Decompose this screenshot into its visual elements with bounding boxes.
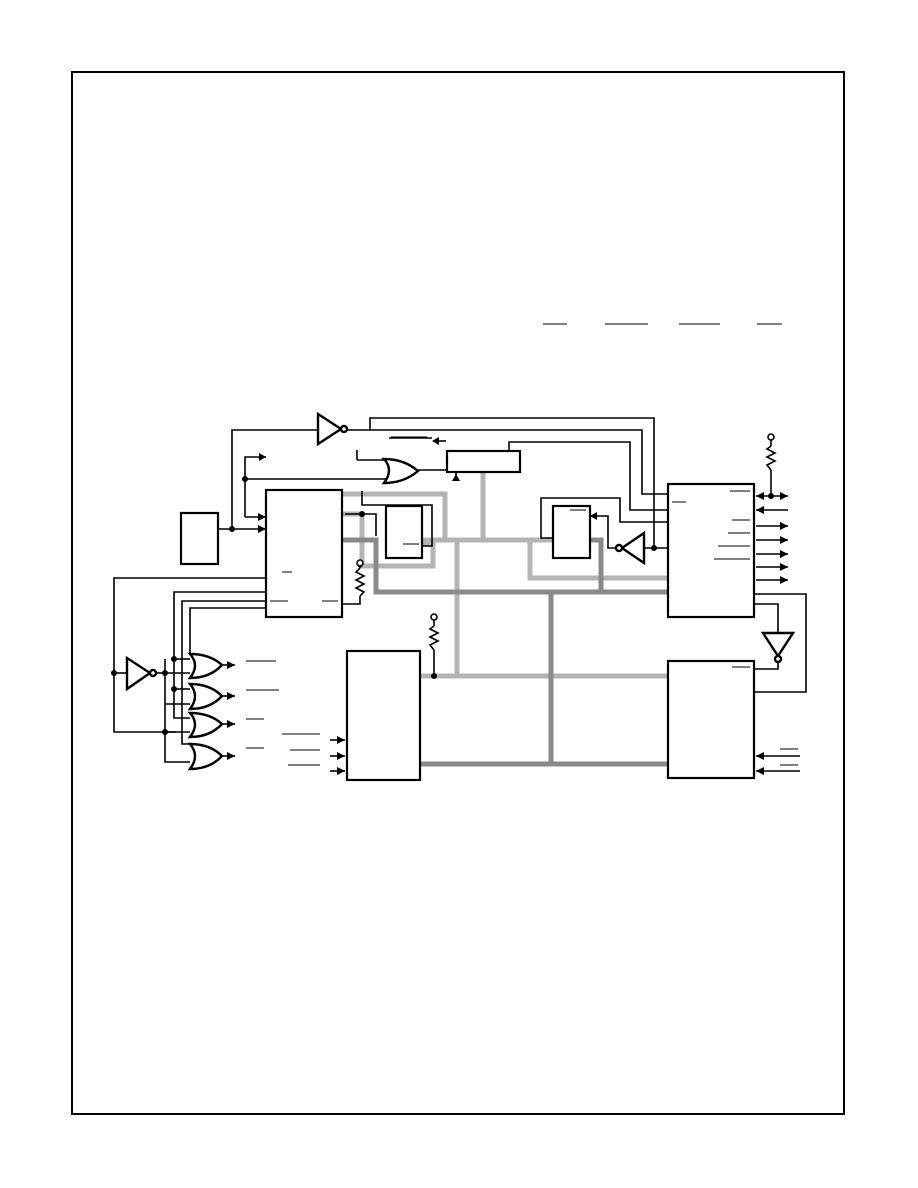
arrowhead xyxy=(756,767,764,775)
inverter-gate xyxy=(760,631,796,659)
wire xyxy=(540,497,668,539)
or-gate xyxy=(187,682,224,711)
junction-dot xyxy=(162,670,168,676)
arrowhead xyxy=(258,513,266,521)
gates xyxy=(125,411,796,771)
junction-dot xyxy=(171,656,177,662)
resistors xyxy=(354,445,777,651)
arrowhead xyxy=(337,752,345,760)
pullup-terminal xyxy=(767,433,775,441)
bus-segment xyxy=(588,537,604,592)
arrowhead xyxy=(227,752,235,760)
arrowhead xyxy=(780,563,788,571)
junction-dot xyxy=(229,526,235,532)
wire xyxy=(754,593,807,693)
resistor xyxy=(765,445,777,471)
buffer-right-box xyxy=(551,504,592,560)
inverter-gate xyxy=(125,655,153,692)
arrowhead xyxy=(780,550,788,558)
oscillator-box xyxy=(179,511,220,566)
or-gate xyxy=(187,742,224,771)
arrowhead xyxy=(780,492,788,500)
arrowhead xyxy=(259,453,266,461)
wire xyxy=(508,441,668,511)
junction-dot xyxy=(359,511,365,517)
arrowhead xyxy=(756,752,764,760)
resistor xyxy=(428,625,440,651)
wire xyxy=(345,513,377,536)
inverter-bubble xyxy=(148,668,158,678)
or-gate xyxy=(381,457,420,485)
wires xyxy=(113,417,807,772)
controller-box xyxy=(264,488,344,619)
arrowhead xyxy=(337,767,345,775)
junction-dot xyxy=(242,476,248,482)
resistor xyxy=(354,567,366,597)
components xyxy=(179,449,756,782)
arrowhead xyxy=(258,525,266,533)
bus-segment xyxy=(527,540,668,581)
latch-box xyxy=(445,449,522,474)
arrowheads xyxy=(227,437,788,775)
arrowhead xyxy=(432,437,439,445)
pullup-terminal xyxy=(356,559,364,567)
interface-box xyxy=(666,482,756,619)
arrowhead xyxy=(452,474,460,481)
peripheral-box xyxy=(666,659,756,780)
page-frame xyxy=(71,71,845,1115)
wire xyxy=(164,659,190,763)
junction-dot xyxy=(651,545,657,551)
bus-segment xyxy=(342,491,448,538)
arrowhead xyxy=(227,661,235,669)
arrowhead xyxy=(227,692,235,700)
wire xyxy=(754,603,779,632)
wire xyxy=(231,429,318,529)
light-bus xyxy=(342,472,668,679)
arrowhead xyxy=(780,522,788,530)
junction-dot xyxy=(431,673,437,679)
wire xyxy=(590,515,618,549)
wire xyxy=(244,456,266,517)
inverter-bubble xyxy=(339,424,349,434)
wire xyxy=(369,417,655,548)
junction-dot xyxy=(768,493,774,499)
inverter-gate xyxy=(619,530,646,566)
arrowhead xyxy=(227,720,235,728)
bus-segment xyxy=(342,537,668,595)
inverter-bubble xyxy=(614,543,624,553)
buffer-left-box xyxy=(384,504,424,560)
dark-bus xyxy=(342,537,668,767)
arrowhead xyxy=(756,506,764,514)
arrowhead xyxy=(780,576,788,584)
arrowhead xyxy=(337,736,345,744)
wire xyxy=(370,429,668,495)
memory-box xyxy=(345,649,422,782)
or-gate xyxy=(187,711,224,739)
arrowhead xyxy=(780,536,788,544)
inverter-bubble xyxy=(773,654,783,664)
wire xyxy=(754,662,779,670)
junction-dot xyxy=(171,686,177,692)
pullup-terminals xyxy=(356,433,775,621)
arrowhead xyxy=(590,512,597,520)
pullup-terminal xyxy=(430,613,438,621)
wire xyxy=(189,607,266,654)
or-gate xyxy=(187,652,224,680)
junction-dot xyxy=(111,670,117,676)
wire xyxy=(342,596,361,605)
junction-dot xyxy=(162,729,168,735)
arrowhead xyxy=(756,492,764,500)
inverter-gate xyxy=(316,411,344,447)
wire xyxy=(361,491,433,547)
pin-overlines xyxy=(246,436,798,766)
wire xyxy=(113,577,266,733)
